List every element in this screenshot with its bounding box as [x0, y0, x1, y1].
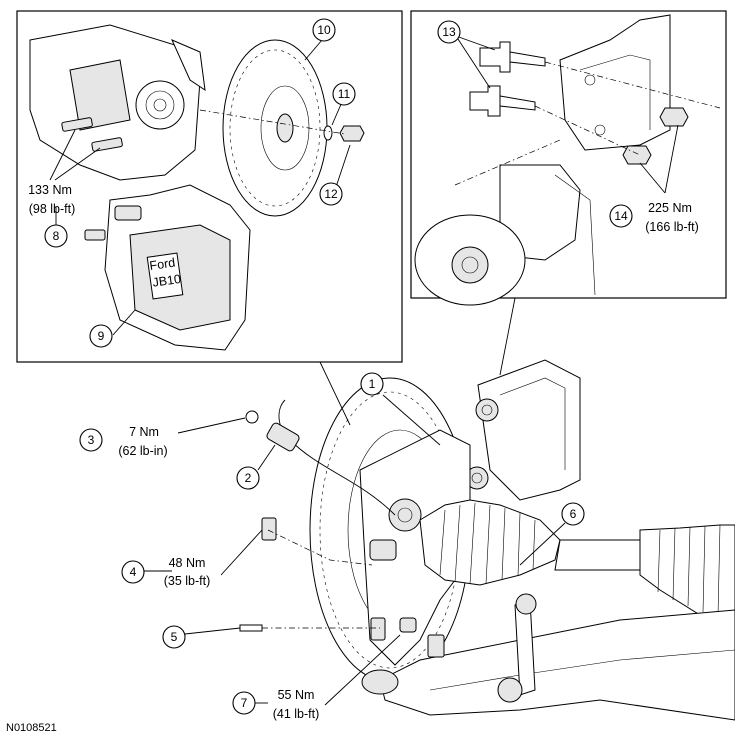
callout-8: 8 — [44, 224, 68, 248]
callout-14: 14 — [609, 204, 633, 228]
svg-text:2: 2 — [245, 471, 252, 485]
callout-10: 10 — [312, 18, 336, 42]
svg-text:55 Nm: 55 Nm — [278, 688, 315, 702]
callout-9: 9 — [89, 324, 113, 348]
torque-spec-8: 133 Nm (98 lb-ft) — [28, 183, 75, 216]
torque-spec-4: 48 Nm (35 lb-ft) — [164, 556, 211, 588]
torque-spec-7: 55 Nm (41 lb-ft) — [273, 688, 320, 721]
svg-text:13: 13 — [442, 25, 456, 39]
svg-text:(166 lb-ft): (166 lb-ft) — [645, 220, 699, 234]
callout-12: 12 — [319, 182, 343, 206]
svg-text:12: 12 — [324, 187, 338, 201]
main-assembly-view — [239, 359, 735, 721]
svg-text:7 Nm: 7 Nm — [129, 425, 159, 439]
svg-text:48 Nm: 48 Nm — [169, 556, 206, 570]
svg-text:225 Nm: 225 Nm — [648, 201, 692, 215]
callout-1: 1 — [360, 372, 384, 396]
svg-text:(98 lb-ft): (98 lb-ft) — [29, 202, 76, 216]
callout-4: 4 — [121, 560, 145, 584]
svg-text:7: 7 — [241, 696, 248, 710]
torque-spec-14: 225 Nm (166 lb-ft) — [645, 201, 699, 234]
svg-text:4: 4 — [130, 565, 137, 579]
callout-13: 13 — [437, 20, 461, 44]
svg-text:14: 14 — [614, 209, 628, 223]
svg-text:9: 9 — [98, 329, 105, 343]
detail-view-hub-caliper: Ford JB10 — [16, 10, 403, 363]
svg-text:3: 3 — [88, 433, 95, 447]
svg-text:1: 1 — [369, 377, 376, 391]
caliper-cast-code: JB10 — [152, 272, 182, 290]
svg-text:6: 6 — [570, 507, 577, 521]
callout-2: 2 — [236, 466, 260, 490]
callout-3: 3 — [79, 428, 103, 452]
callout-5: 5 — [162, 625, 186, 649]
svg-text:8: 8 — [53, 229, 60, 243]
svg-text:133 Nm: 133 Nm — [28, 183, 72, 197]
svg-text:10: 10 — [317, 23, 331, 37]
svg-text:(35 lb-ft): (35 lb-ft) — [164, 574, 211, 588]
svg-text:5: 5 — [171, 630, 178, 644]
callout-11: 11 — [332, 82, 356, 106]
figure-id: N0108521 — [6, 722, 57, 734]
detail-view-strut-bolts — [410, 10, 727, 306]
caliper-cast-text: Ford — [149, 256, 176, 273]
callout-6: 6 — [561, 502, 585, 526]
torque-spec-3: 7 Nm (62 lb-in) — [118, 425, 167, 458]
callout-7: 7 — [232, 691, 256, 715]
svg-text:(62 lb-in): (62 lb-in) — [118, 444, 167, 458]
svg-text:11: 11 — [338, 87, 351, 101]
callout-leaders — [49, 35, 679, 706]
svg-text:(41 lb-ft): (41 lb-ft) — [273, 707, 320, 721]
